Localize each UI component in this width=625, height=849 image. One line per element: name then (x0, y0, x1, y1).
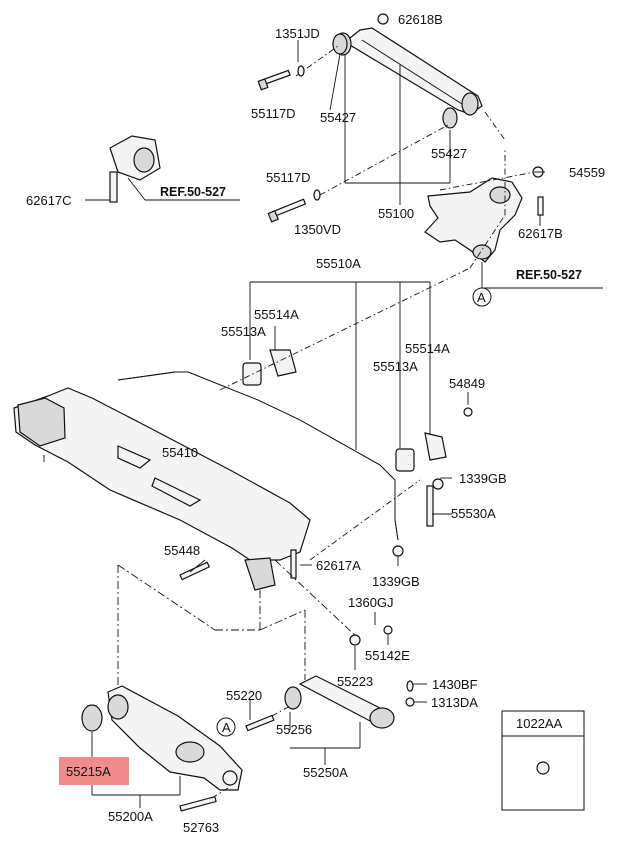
label-54559: 54559 (569, 165, 605, 180)
upper-arm-55100 (334, 13, 483, 116)
bolt-55117d-mid (267, 124, 449, 223)
label-1360gj: 1360GJ (348, 595, 394, 610)
stabilizer-bar (117, 349, 447, 541)
label-a-top: A (477, 290, 486, 305)
bushing-55215a (81, 704, 103, 732)
bolt-55220 (245, 714, 275, 732)
bolt-52763 (179, 795, 217, 812)
label-55142e: 55142E (365, 648, 410, 663)
marker-a-top (472, 287, 492, 307)
marker-a-bottom (216, 717, 236, 737)
label-55200a: 55200A (108, 809, 153, 824)
lower-arm-55200a (107, 685, 243, 791)
label-54849: 54849 (449, 376, 485, 391)
label-55513a-left: 55513A (221, 324, 266, 339)
highlight-box (59, 757, 129, 785)
bushing-55427-a (332, 33, 348, 55)
label-55410: 55410 (162, 445, 198, 460)
label-1430bf: 1430BF (432, 677, 478, 692)
label-1350vd: 1350VD (294, 222, 341, 237)
label-a-bottom: A (222, 720, 231, 735)
lower-link-55250a (284, 625, 415, 729)
label-55427-left: 55427 (320, 110, 356, 125)
label-52763: 52763 (183, 820, 219, 835)
label-ref-50-527-right: REF.50-527 (516, 268, 582, 282)
bolt-62617a (290, 549, 297, 579)
bracket-62617c (85, 135, 161, 203)
label-1339gb-top: 1339GB (459, 471, 507, 486)
box-1022aa (501, 710, 585, 811)
label-55117d-mid: 55117D (266, 170, 311, 185)
label-62617a: 62617A (316, 558, 361, 573)
leader-lines (91, 40, 603, 808)
label-55530a: 55530A (451, 506, 496, 521)
label-62617c: 62617C (26, 193, 72, 208)
label-55256: 55256 (276, 722, 312, 737)
label-55220: 55220 (226, 688, 262, 703)
bushing-55427-b (442, 107, 458, 129)
bolt-55117d-top (257, 45, 339, 91)
nut-1339gb-bottom (392, 545, 404, 557)
label-55514a-right: 55514A (405, 341, 450, 356)
label-55427-right: 55427 (431, 146, 467, 161)
label-55448: 55448 (164, 543, 200, 558)
nut-1339gb-top (432, 478, 444, 490)
label-62617b: 62617B (518, 226, 563, 241)
label-62618b: 62618B (398, 12, 443, 27)
label-55250a: 55250A (303, 765, 348, 780)
bolt-55448 (179, 561, 211, 581)
label-1022aa: 1022AA (516, 716, 563, 731)
label-55223: 55223 (337, 674, 373, 689)
knuckle (424, 166, 544, 288)
bolt-54849 (463, 407, 473, 417)
label-55215a: 55215A (66, 764, 111, 779)
label-55100: 55100 (378, 206, 414, 221)
label-1313da: 1313DA (431, 695, 478, 710)
label-55510a: 55510A (316, 256, 361, 271)
label-1339gb-bottom: 1339GB (372, 574, 420, 589)
label-55117d-top: 55117D (251, 106, 296, 121)
label-55514a-left: 55514A (254, 307, 299, 322)
label-1351jd: 1351JD (275, 26, 320, 41)
subframe-55410 (13, 387, 311, 591)
label-ref-50-527-left: REF.50-527 (160, 185, 226, 199)
label-55513a-right: 55513A (373, 359, 418, 374)
